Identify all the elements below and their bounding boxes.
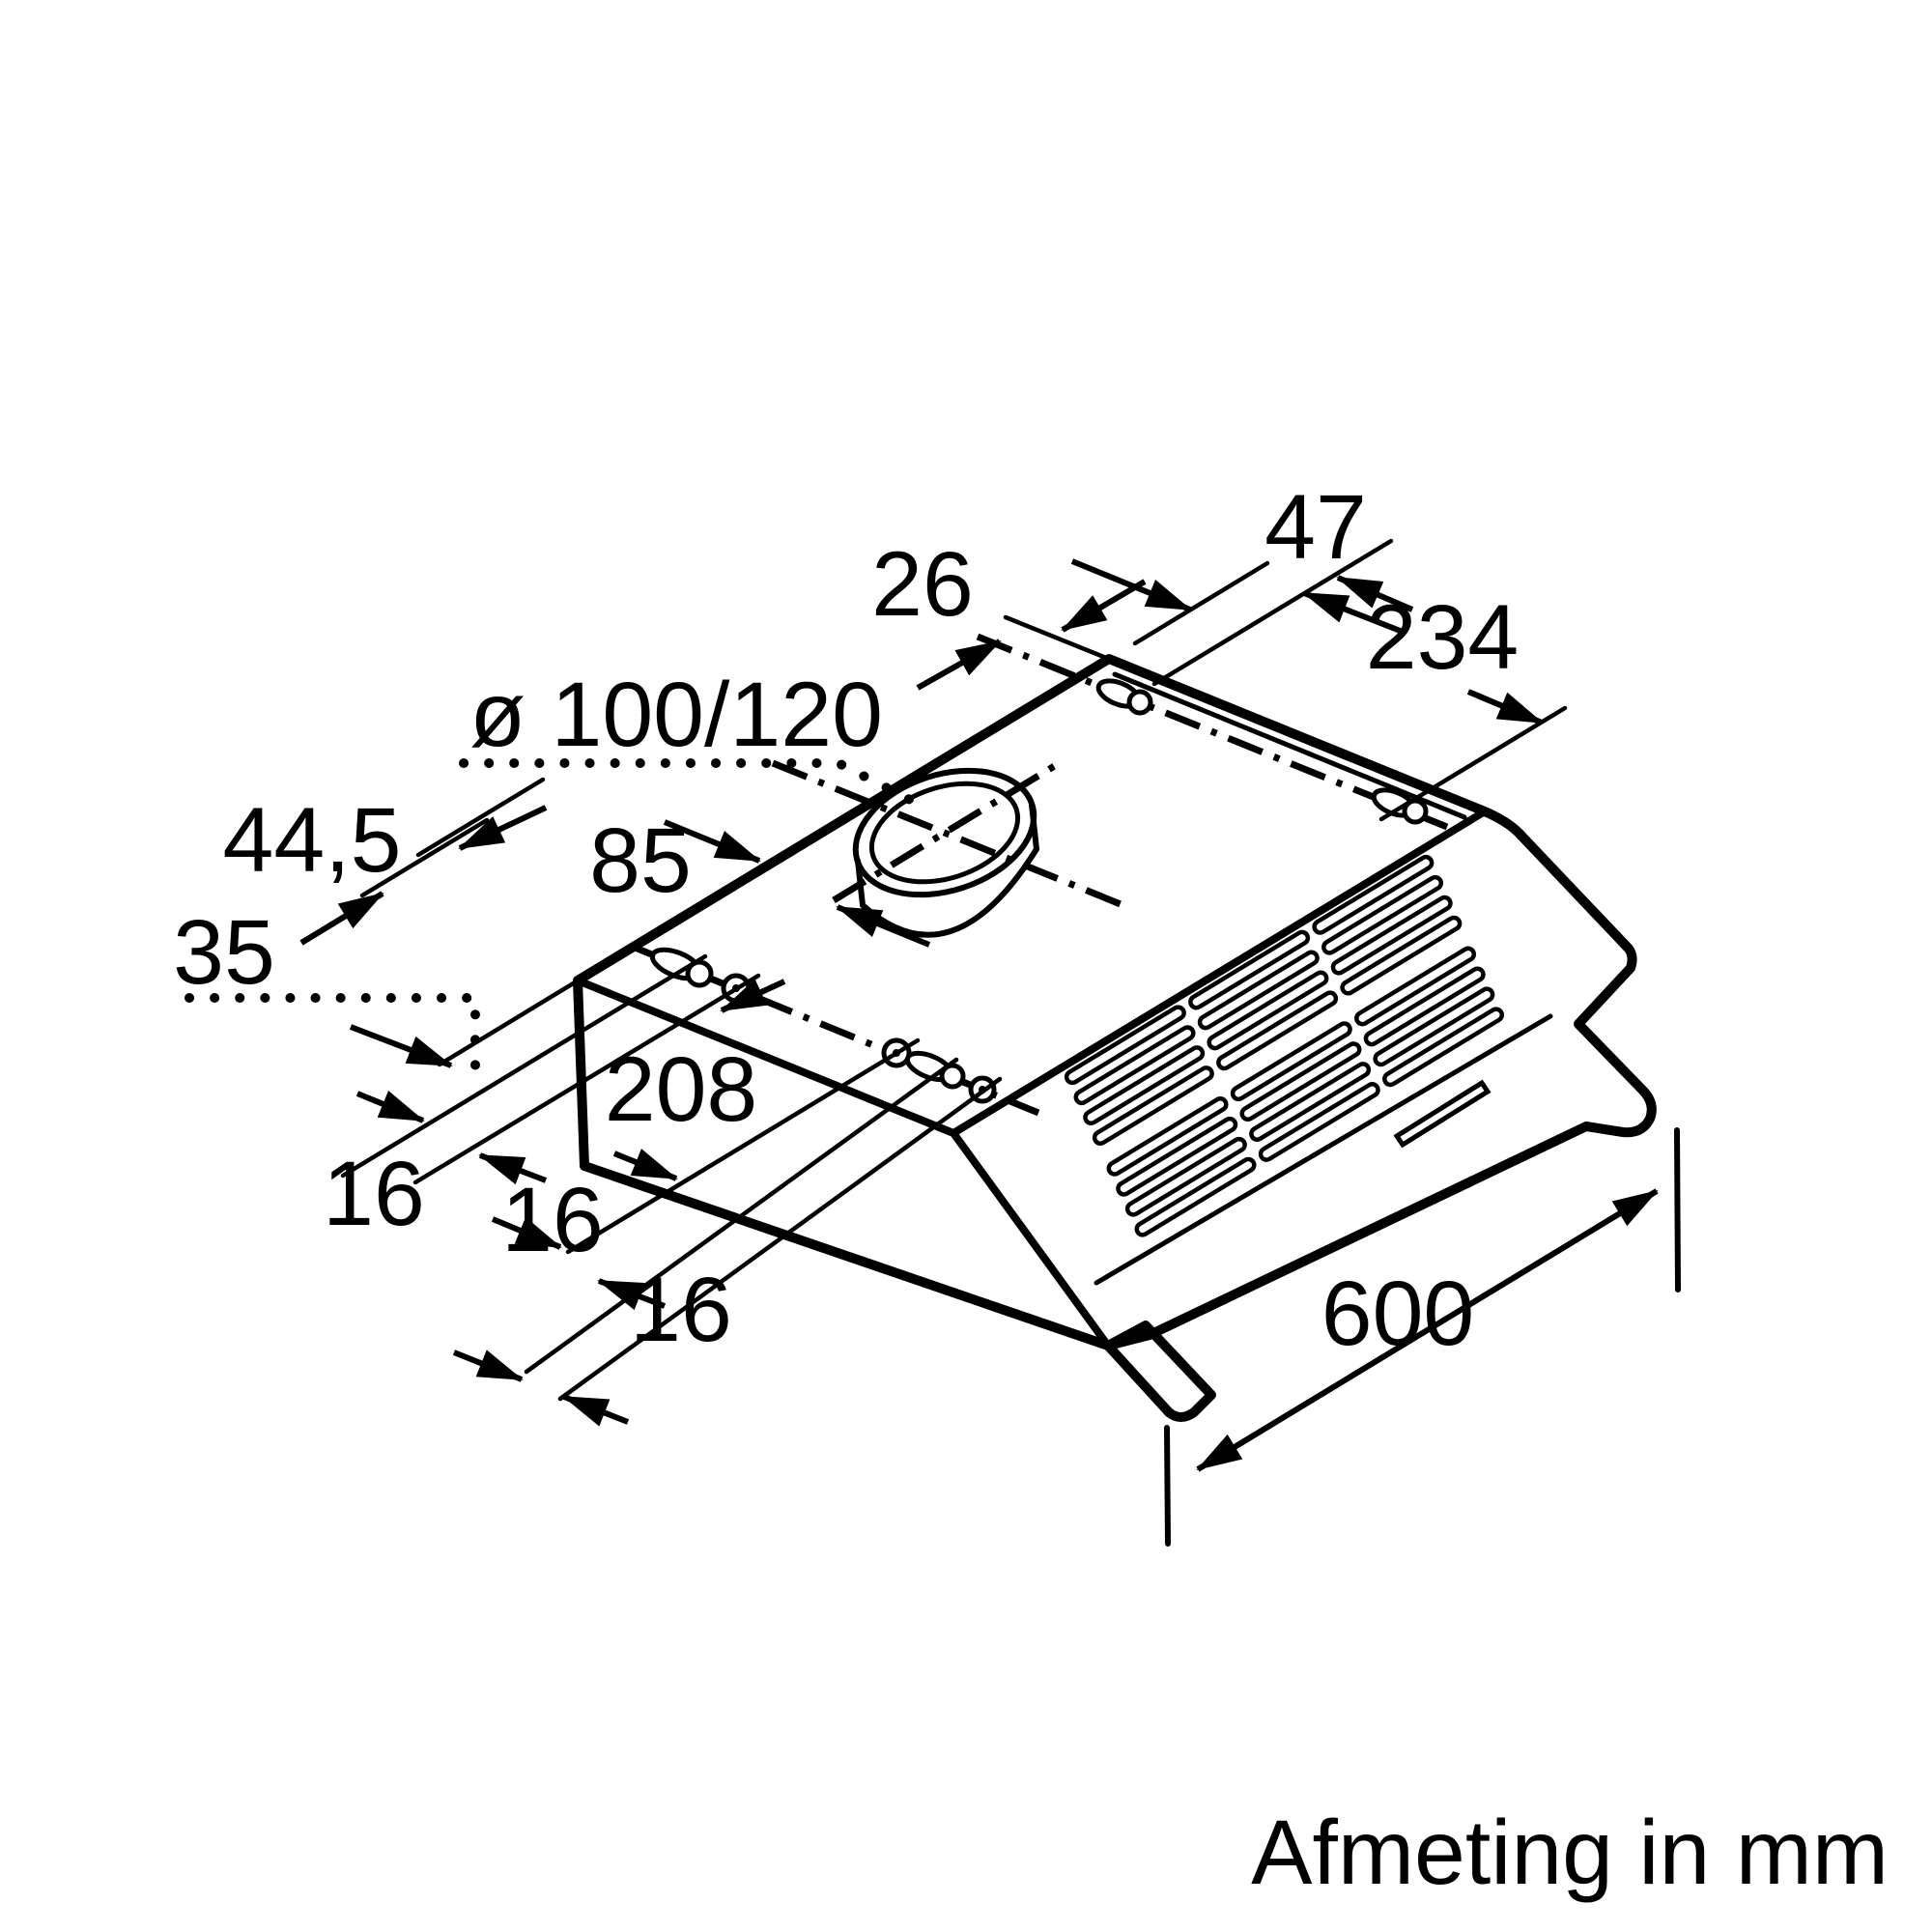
dimension-arrows bbox=[299, 558, 1659, 1472]
extension-line bbox=[1378, 705, 1568, 822]
grille-slat bbox=[1363, 966, 1486, 1047]
dim-label-600: 600 bbox=[1321, 1263, 1475, 1365]
rear-lip-line bbox=[1112, 671, 1467, 820]
dim-label-16a: 16 bbox=[323, 1143, 425, 1245]
dim-label-16c: 16 bbox=[630, 1259, 732, 1361]
collar-centerline-width bbox=[832, 759, 1063, 903]
hood-silhouette bbox=[573, 654, 1657, 1350]
grille-slat bbox=[1249, 1062, 1372, 1142]
grille-slat bbox=[1340, 915, 1463, 996]
arrow-47-left bbox=[1070, 558, 1192, 612]
dim-label-47: 47 bbox=[1264, 476, 1367, 579]
arrow-85-left bbox=[663, 819, 761, 864]
side-keyhole-1 bbox=[649, 947, 714, 988]
grille-slat bbox=[1258, 1082, 1380, 1162]
dim-label-85: 85 bbox=[589, 810, 692, 912]
collar-outer-rim bbox=[852, 767, 1037, 898]
rear-right-keyhole bbox=[1371, 787, 1429, 825]
dim-label-234: 234 bbox=[1366, 586, 1520, 689]
arrow-26-left bbox=[916, 639, 1002, 691]
grille-slat bbox=[1116, 1116, 1238, 1197]
hood-body bbox=[573, 654, 1657, 1422]
grille-slat bbox=[1216, 990, 1339, 1071]
grille-slat bbox=[1188, 929, 1311, 1010]
grille-slat bbox=[1382, 1007, 1505, 1088]
grille-slat bbox=[1083, 1045, 1206, 1126]
extension-line bbox=[1003, 614, 1109, 661]
width-tick-right bbox=[1674, 1127, 1681, 1293]
leader-lines bbox=[185, 758, 924, 1085]
arrow-16c-right bbox=[562, 1394, 630, 1427]
grille-slat bbox=[1064, 1005, 1186, 1086]
grille-slat bbox=[1073, 1025, 1196, 1106]
dim-label-35: 35 bbox=[173, 901, 275, 1004]
extension-line bbox=[1151, 538, 1394, 687]
arrow-44-lower bbox=[299, 891, 384, 946]
grille-slat bbox=[1373, 986, 1495, 1067]
dimension-labels: ø 100/120 26 47 234 44,5 35 85 208 16 16… bbox=[173, 476, 1889, 1904]
collar-inner-rim bbox=[868, 781, 1021, 885]
dim-label-44-5: 44,5 bbox=[223, 789, 402, 892]
grille-slat bbox=[1321, 874, 1444, 955]
collar-centerline-depth bbox=[771, 759, 1122, 908]
rear-keyhole bbox=[1095, 678, 1153, 716]
mounting-keyholes bbox=[649, 678, 1429, 1104]
grille-slat bbox=[1330, 895, 1453, 976]
extension-line bbox=[524, 1057, 959, 1375]
duct-leader bbox=[459, 758, 924, 810]
grille-slat bbox=[1230, 1021, 1352, 1102]
arrow-47-right bbox=[1302, 590, 1405, 635]
extension-line bbox=[412, 973, 761, 1185]
arrow-16b-left bbox=[491, 1216, 562, 1250]
extension-line bbox=[1132, 560, 1270, 646]
arrow-208-upper bbox=[720, 979, 786, 1013]
arrow-16b-right bbox=[597, 1278, 667, 1311]
arrow-35 bbox=[349, 1024, 453, 1068]
handle-slot bbox=[1393, 1079, 1492, 1149]
grille-slat bbox=[1106, 1095, 1229, 1177]
width-tick-left bbox=[1164, 1425, 1171, 1547]
extension-lines bbox=[340, 538, 1681, 1547]
arrow-26-right bbox=[1061, 579, 1147, 633]
duct-collar bbox=[852, 767, 1039, 938]
arrow-600 bbox=[1196, 1188, 1659, 1472]
extension-line bbox=[557, 1076, 1003, 1402]
grille-slat bbox=[1124, 1136, 1247, 1217]
arrow-16a-right bbox=[478, 1152, 548, 1185]
grille-slat bbox=[1239, 1041, 1362, 1122]
dim-label-duct: ø 100/120 bbox=[469, 664, 883, 766]
extension-line bbox=[340, 953, 708, 1179]
dim-label-208: 208 bbox=[605, 1038, 758, 1141]
units-caption: Afmeting in mm bbox=[1251, 1802, 1889, 1904]
vent-grille bbox=[1064, 854, 1505, 1237]
arrow-16c-left bbox=[452, 1350, 524, 1382]
arrow-208-lower bbox=[612, 1149, 678, 1181]
collar-bottom-arc bbox=[860, 846, 1039, 938]
dim-label-16b: 16 bbox=[501, 1169, 604, 1271]
offset-35-leader bbox=[185, 993, 480, 1085]
grille-slat bbox=[1354, 946, 1477, 1027]
extension-line bbox=[565, 1037, 921, 1255]
side-keyhole-4 bbox=[904, 1050, 966, 1090]
arrow-234-right bbox=[1466, 689, 1544, 725]
rear-holes-centerline bbox=[976, 633, 1449, 831]
arrow-16a-left bbox=[355, 1090, 425, 1123]
grille-slat bbox=[1197, 950, 1320, 1031]
arrow-234-left bbox=[1336, 575, 1414, 612]
extension-line bbox=[437, 960, 610, 1067]
arrow-85-right bbox=[836, 904, 931, 948]
grille-slat bbox=[1207, 970, 1329, 1051]
arrow-44-upper bbox=[458, 805, 548, 851]
valance-crease bbox=[1094, 1013, 1553, 1286]
front-corner-edge bbox=[950, 1129, 1112, 1350]
grille-slat bbox=[1312, 854, 1435, 935]
grille-slat bbox=[1092, 1065, 1214, 1146]
dim-label-26: 26 bbox=[871, 533, 974, 636]
